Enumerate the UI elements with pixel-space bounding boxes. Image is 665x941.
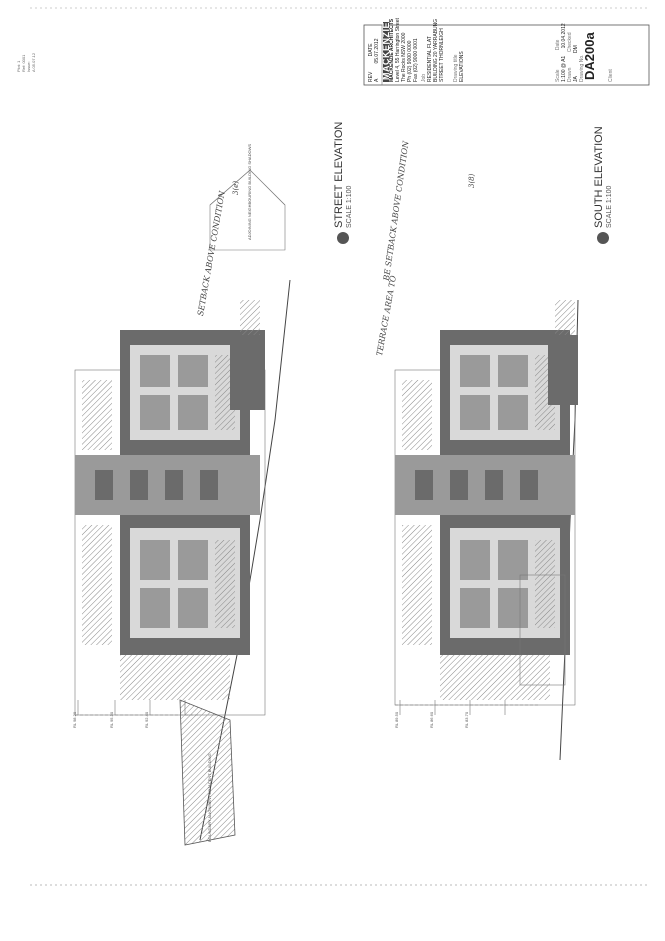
level-label: RL 92.40 — [144, 711, 149, 728]
elevation-marker-icon — [337, 232, 349, 244]
project-block: Job RESIDENTIAL FLAT BUILDING 20 YARRABU… — [421, 19, 445, 82]
level-label: RL 98.20 — [72, 711, 77, 728]
level-label: RL 83.70 — [464, 711, 469, 728]
elevation-scale: SCALE 1:100 — [606, 185, 613, 228]
elevation-title: SOUTH ELEVATION — [593, 126, 605, 228]
elevation-scale: SCALE 1:100 — [346, 185, 353, 228]
title-block: REV DATE A 05.07.2012 — [368, 39, 380, 82]
level-markers — [77, 700, 506, 715]
rev-value: A — [374, 78, 380, 82]
level-label: RL 86.60 — [429, 711, 434, 728]
elevation-marker-icon — [597, 232, 609, 244]
drawing-title: ELEVATIONS — [459, 51, 465, 82]
firm-block: MACKENZIE MACKENZIE ARCHITECTS Level 4, … — [381, 18, 419, 82]
revision-values: A 05.07.2012 — [374, 39, 380, 82]
neighbour-label: ADJOINING NEIGHBOURING BUILDING SHADOWS — [247, 143, 252, 240]
elevation-title: STREET ELEVATION — [333, 121, 345, 228]
south-elevation-building — [394, 299, 579, 761]
street-elevation-building — [74, 169, 291, 846]
firm-address-line: Fax (02) 9000 0001 — [413, 38, 419, 82]
title-block-frame — [363, 24, 650, 86]
checked-value: DM — [573, 45, 579, 54]
drawing-number: DA200a — [582, 32, 597, 80]
notes-label: Client — [608, 69, 614, 82]
drawing-title-block: Drawing title ELEVATIONS — [453, 51, 465, 82]
level-label: RL 89.50 — [394, 711, 399, 728]
date-value: 05.07.2012 — [374, 38, 380, 64]
handwritten-ref: 3(e) — [232, 180, 240, 195]
project-street: STREET THORNLEIGH — [439, 28, 445, 82]
neighbour-label: BOUNDARY ALIGNMENT ADJACENT BUILDING — [207, 753, 212, 842]
level-label: RL 95.30 — [109, 711, 114, 728]
handwritten-ref: 3(8) — [468, 173, 476, 188]
scale-block: Scale Date 1:100 @ A1 10.04.2012 Drawn C… — [555, 23, 585, 82]
